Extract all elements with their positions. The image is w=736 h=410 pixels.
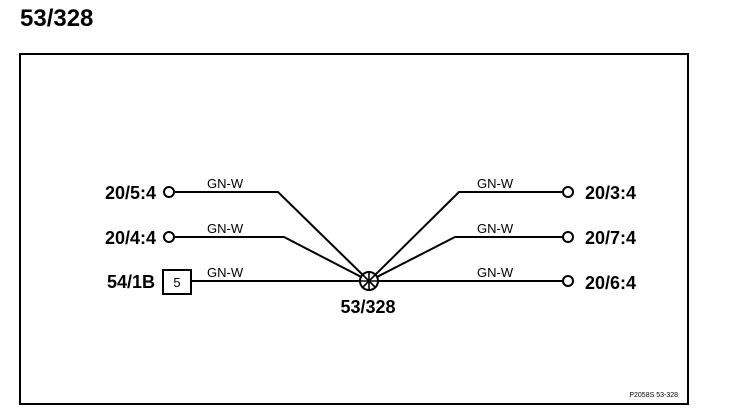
reference-code: P2058S 53-328 [629, 392, 678, 399]
wire-color-label-left-2: GN-W [207, 221, 244, 236]
connector-box [162, 269, 192, 295]
terminal-left-1 [163, 186, 175, 198]
connector-label-left-1: 20/5:4 [105, 183, 156, 203]
wire-right-2 [368, 236, 562, 282]
connector-label-right-3: 20/6:4 [585, 273, 636, 293]
splice-icon [359, 271, 379, 291]
diagram-frame [19, 53, 689, 405]
page-title: 53/328 [20, 5, 94, 32]
connector-box-label: 5 [173, 275, 180, 290]
connector-label-left-3: 54/1B [107, 272, 155, 292]
wire-color-label-left-3: GN-W [207, 265, 244, 280]
connector-label-left-2: 20/4:4 [105, 228, 156, 248]
wire-left-1 [175, 191, 370, 282]
splice-label: 53/328 [340, 297, 395, 317]
terminal-left-2 [163, 231, 175, 243]
terminal-right-2 [562, 231, 574, 243]
wire-color-label-right-2: GN-W [477, 221, 514, 236]
wire-left-2 [175, 236, 370, 282]
terminal-right-1 [562, 186, 574, 198]
terminal-right-3 [562, 275, 574, 287]
wire-color-label-right-3: GN-W [477, 265, 514, 280]
wire-color-label-right-1: GN-W [477, 176, 514, 191]
wire-right-1 [368, 191, 562, 282]
wire-color-label-left-1: GN-W [207, 176, 244, 191]
connector-label-right-1: 20/3:4 [585, 183, 636, 203]
connector-label-right-2: 20/7:4 [585, 228, 636, 248]
